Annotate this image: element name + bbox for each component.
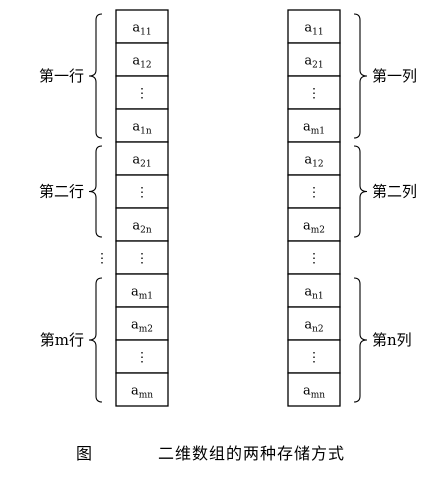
column-group-label: 第二列 [372, 183, 417, 201]
column-major-cell-box [287, 372, 341, 407]
row-major-cell-box [115, 42, 169, 77]
column-major-cell-box [287, 42, 341, 77]
row-group-label: 第m行 [40, 331, 84, 349]
row-major-cell-box [115, 9, 169, 44]
row-major-cell-box [115, 240, 169, 275]
row-major-cell-text: a1n [132, 120, 151, 137]
row-major-cell-text: ⋮ [136, 252, 149, 267]
row-major-cell-box [115, 306, 169, 341]
row-major-cell-text: ⋮ [136, 351, 149, 366]
column-major-cell-box [287, 141, 341, 176]
column-major-cell-box [287, 306, 341, 341]
column-major-cell-text: ⋮ [308, 87, 321, 102]
row-major-cell-text: a12 [132, 54, 151, 71]
row-major-cell-text: ⋮ [136, 87, 149, 102]
column-major-cell-box [287, 207, 341, 242]
column-major-cell-box [287, 9, 341, 44]
figure-title: 二维数组的两种存储方式 [158, 444, 346, 463]
row-major-cell-text: am1 [131, 285, 153, 302]
column-major-cell-text: an1 [304, 285, 323, 302]
row-major-cell-text: a11 [132, 21, 151, 38]
column-major-cell-text: ⋮ [308, 351, 321, 366]
row-major-cell-text: amn [131, 384, 153, 401]
row-group-brace [88, 145, 103, 238]
column-major-cell-text: am2 [303, 219, 325, 236]
column-group-brace [353, 13, 368, 139]
row-group-brace [88, 277, 103, 403]
row-group-brace [88, 13, 103, 139]
row-major-cell-text: a2n [132, 219, 151, 236]
column-major-cell-text: am1 [303, 120, 325, 137]
column-group-label: 第n列 [372, 331, 412, 349]
row-major-cell-box [115, 273, 169, 308]
column-major-cell-text: an2 [304, 318, 323, 335]
column-major-cell-text: a21 [304, 54, 323, 71]
row-major-cell-text: ⋮ [136, 186, 149, 201]
row-major-cell-box [115, 207, 169, 242]
row-major-cell-text: a21 [132, 153, 151, 170]
row-major-cell-box [115, 372, 169, 407]
row-major-cell-box [115, 141, 169, 176]
row-major-cell-box [115, 108, 169, 143]
row-group-label: 第一行 [39, 67, 84, 85]
column-group-label: 第一列 [372, 67, 417, 85]
column-major-cell-box [287, 75, 341, 110]
column-major-cell-text: a12 [304, 153, 323, 170]
column-major-cell-box [287, 174, 341, 209]
column-major-cell-text: a11 [304, 21, 323, 38]
row-gap-ellipsis: ⋮ [96, 252, 109, 267]
figure-label: 图 [76, 444, 94, 463]
row-major-cell-text: am2 [131, 318, 153, 335]
column-group-brace [353, 145, 368, 238]
column-major-cell-text: ⋮ [308, 186, 321, 201]
column-major-cell-box [287, 273, 341, 308]
row-group-label: 第二行 [39, 183, 84, 201]
column-group-brace [353, 277, 368, 403]
column-major-cell-text: amn [303, 384, 325, 401]
column-major-cell-text: ⋮ [308, 252, 321, 267]
column-major-cell-box [287, 108, 341, 143]
